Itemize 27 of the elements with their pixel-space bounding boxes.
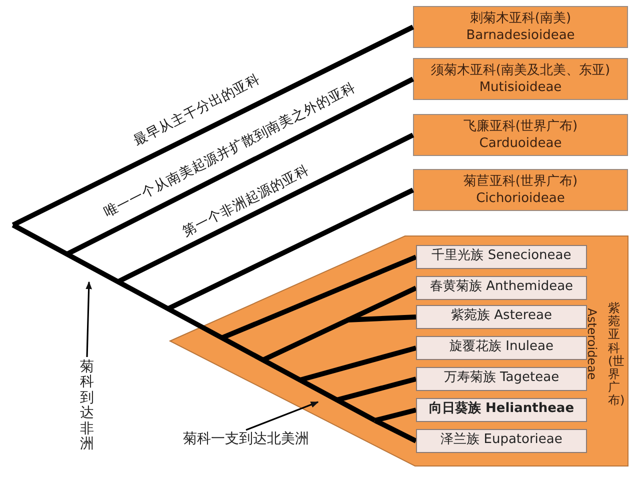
tribe-box: 向日葵族 Heliantheae <box>416 398 587 422</box>
tree-branch <box>66 76 414 256</box>
tribe-box: 千里光族 Senecioneae <box>416 245 587 269</box>
tree-branch <box>166 188 414 311</box>
tree-branch <box>12 24 414 228</box>
tree-branch <box>336 376 417 402</box>
tribe-box: 万寿菊族 Tageteae <box>416 367 587 391</box>
subfamily-box: 刺菊木亚科(南美) Barnadesioideae <box>413 6 628 48</box>
tree-branch <box>374 418 418 444</box>
tree-branch <box>374 408 417 423</box>
subfamily-box: 菊苣亚科(世界广布) Cichorioideae <box>413 169 628 211</box>
subfamily-box: 飞廉亚科(世界广布) Carduoideae <box>413 114 628 156</box>
tree-branch <box>116 132 414 284</box>
annotation: 菊科一支到达北美洲 <box>183 430 323 450</box>
annotation: 菊科到达非洲 <box>80 360 94 452</box>
tree-branch <box>299 346 417 382</box>
tree-branch <box>262 286 418 362</box>
tribe-box: 春黄菊族 Anthemideae <box>416 276 587 300</box>
tribe-box: 旋覆花族 Inuleae <box>416 336 587 360</box>
tribe-box: 泽兰族 Eupatorieae <box>416 429 587 453</box>
annotation-arrow <box>86 281 92 358</box>
subfamily-latin-name: Asteroideae <box>584 307 600 382</box>
annotation-arrow <box>246 401 319 431</box>
tribe-box: 紫菀族 Astereae <box>416 305 587 329</box>
subfamily-box: 须菊木亚科(南美及北美、东亚) Mutisioideae <box>413 58 628 100</box>
tree-branch <box>221 254 417 340</box>
tree-branch <box>346 314 416 322</box>
